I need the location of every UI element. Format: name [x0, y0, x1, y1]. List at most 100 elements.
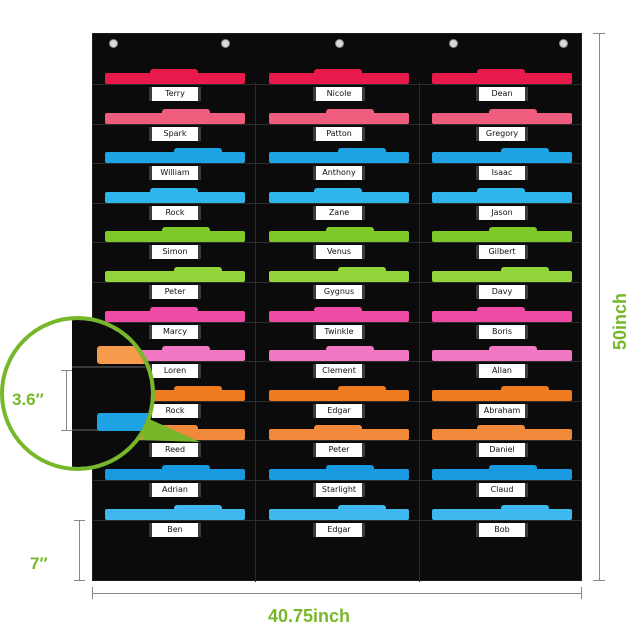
file-folder: [105, 385, 245, 401]
file-folder: [269, 69, 409, 84]
file-folder: [269, 148, 409, 164]
name-label: Reed: [149, 443, 201, 458]
name-label: Davy: [476, 285, 528, 299]
folder-body: [269, 508, 409, 520]
file-folder: [432, 227, 572, 243]
folder-body: [105, 350, 245, 362]
column-divider: [419, 82, 420, 582]
bottom-dimension-tick-bottom: [74, 580, 85, 581]
pocket-edge: [420, 480, 582, 481]
folder-tab: [338, 148, 386, 154]
name-label: Loren: [149, 364, 201, 379]
pocket-edge: [257, 242, 421, 244]
folder-body: [432, 191, 572, 203]
file-folder: [269, 187, 409, 203]
height-dimension-line: [599, 33, 600, 581]
pocket-edge: [420, 84, 582, 85]
folder-tab: [338, 385, 386, 391]
name-label: Marcy: [149, 324, 201, 339]
folder-body: [432, 508, 572, 520]
file-folder: [432, 148, 572, 164]
file-folder: [269, 425, 409, 441]
name-label: William: [149, 166, 201, 181]
folder-tab: [174, 385, 222, 391]
zoom-blue-folder: [97, 413, 151, 431]
name-label: Ben: [149, 522, 201, 537]
name-label: Isaac: [476, 166, 528, 181]
pocket-edge: [93, 321, 257, 323]
zoom-chart-detail: [72, 320, 151, 467]
folder-tab: [314, 69, 362, 74]
folder-tab: [489, 108, 537, 114]
folder-body: [269, 389, 409, 401]
folder-body: [269, 112, 409, 124]
column-divider: [255, 82, 256, 582]
folder-body: [269, 152, 409, 164]
file-folder: [105, 148, 245, 164]
folder-body: [269, 429, 409, 441]
file-folder: [432, 504, 572, 520]
folder-body: [105, 152, 245, 164]
name-label: Zane: [313, 205, 365, 220]
name-label: Twinkle: [313, 324, 365, 339]
name-label: Rock: [149, 205, 201, 220]
name-label: Starlight: [313, 483, 365, 497]
pocket-edge: [93, 242, 257, 244]
grommet: [559, 39, 568, 48]
folder-tab: [162, 346, 210, 352]
folder-tab: [501, 504, 549, 510]
folder-tab: [489, 465, 537, 470]
name-label: Spark: [149, 126, 201, 141]
file-folder: [105, 346, 245, 362]
folder-tab: [162, 465, 210, 470]
file-folder: [105, 227, 245, 243]
name-label: Venus: [313, 245, 365, 260]
bottom-dimension-line: [79, 520, 80, 580]
folder-body: [432, 310, 572, 322]
pocket-edge: [93, 361, 257, 363]
pocket-edge: [93, 519, 257, 521]
folder-body: [432, 350, 572, 362]
name-label: Peter: [313, 443, 365, 458]
folder-body: [269, 469, 409, 480]
name-label: Rock: [149, 403, 201, 418]
pocket-edge: [257, 440, 421, 442]
grommet: [221, 39, 230, 48]
folder-tab: [174, 504, 222, 510]
grommet: [109, 39, 118, 48]
grommet: [335, 39, 344, 48]
folder-tab: [150, 306, 198, 312]
file-folder: [105, 69, 245, 84]
folder-tab: [326, 346, 374, 352]
folder-tab: [326, 227, 374, 233]
folder-body: [432, 389, 572, 401]
folder-body: [432, 112, 572, 124]
folder-body: [269, 271, 409, 282]
folder-tab: [501, 148, 549, 154]
pocket-edge: [257, 361, 421, 363]
name-label: Peter: [149, 285, 201, 299]
file-folder: [432, 385, 572, 401]
folder-tab: [477, 425, 525, 431]
folder-tab: [477, 69, 525, 74]
folder-tab: [326, 465, 374, 470]
name-label: Nicole: [313, 87, 365, 101]
folder-body: [105, 469, 245, 480]
folder-body: [269, 231, 409, 243]
pocket-edge: [420, 202, 582, 204]
file-folder: [269, 267, 409, 282]
pocket-edge: [257, 123, 421, 125]
pocket-edge: [420, 242, 582, 244]
file-folder: [432, 346, 572, 362]
name-label: Edgar: [313, 403, 365, 418]
pocket-edge: [257, 480, 421, 481]
file-folder: [432, 187, 572, 203]
folder-body: [432, 73, 572, 84]
file-folder: [432, 267, 572, 282]
folder-tab: [501, 267, 549, 272]
folder-tab: [338, 504, 386, 510]
folder-tab: [477, 306, 525, 312]
folder-tab: [174, 148, 222, 154]
name-label: Adrian: [149, 483, 201, 497]
